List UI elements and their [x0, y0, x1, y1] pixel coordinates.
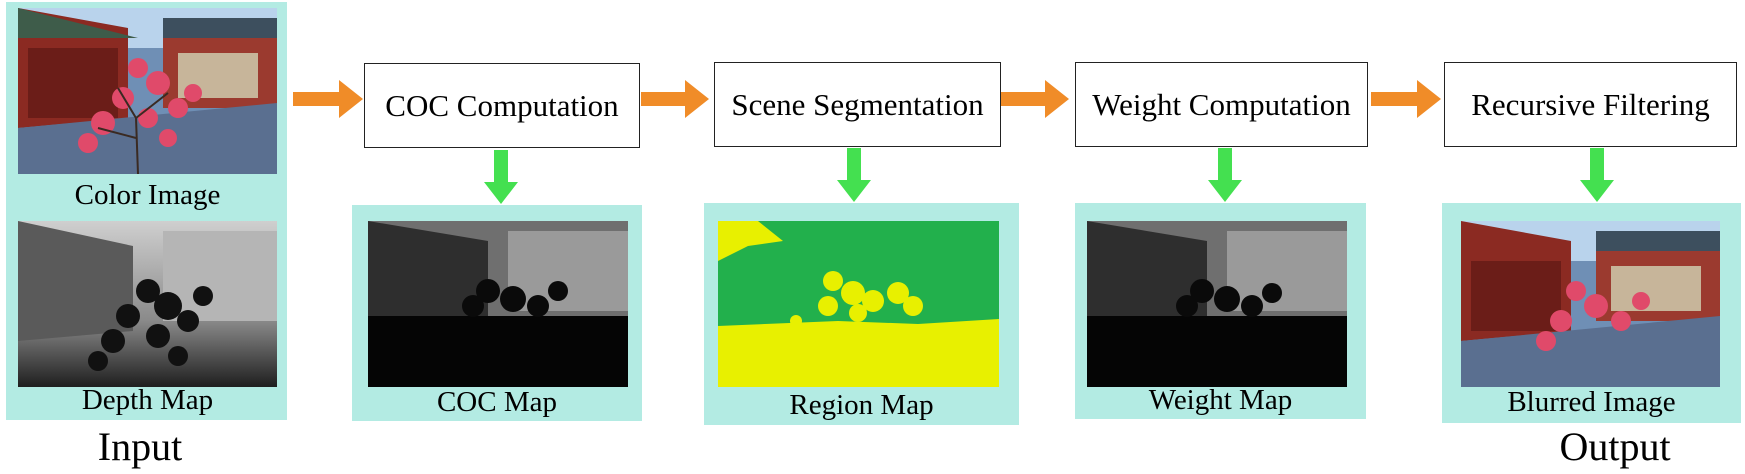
region-map-caption: Region Map	[789, 389, 934, 421]
coc-map-image	[368, 221, 628, 387]
weight-map-caption: Weight Map	[1148, 384, 1293, 416]
down-arrow-1	[484, 150, 518, 204]
blurred-image-caption: Blurred Image	[1507, 386, 1676, 418]
input-label: Input	[97, 424, 183, 469]
weight-map-image	[1087, 221, 1347, 387]
flow-arrow-2	[641, 80, 709, 118]
region-map-image	[718, 221, 999, 387]
scene-segmentation-box: Scene Segmentation	[714, 62, 1001, 147]
flow-arrow-3	[1001, 80, 1069, 118]
flow-arrow-4	[1371, 80, 1441, 118]
coc-computation-box: COC Computation	[364, 63, 640, 148]
coc-map-caption: COC Map	[436, 386, 558, 418]
down-arrow-3	[1208, 148, 1242, 202]
color-image	[18, 8, 277, 174]
depth-map	[18, 221, 277, 387]
flow-arrow-1	[293, 80, 363, 118]
down-arrow-2	[837, 148, 871, 202]
recursive-filtering-box: Recursive Filtering	[1444, 62, 1737, 147]
output-label: Output	[1559, 424, 1671, 469]
down-arrow-4	[1580, 148, 1614, 202]
weight-computation-box: Weight Computation	[1075, 62, 1368, 147]
depth-map-caption: Depth Map	[81, 384, 214, 416]
color-image-caption: Color Image	[74, 179, 221, 211]
blurred-image	[1461, 221, 1720, 387]
